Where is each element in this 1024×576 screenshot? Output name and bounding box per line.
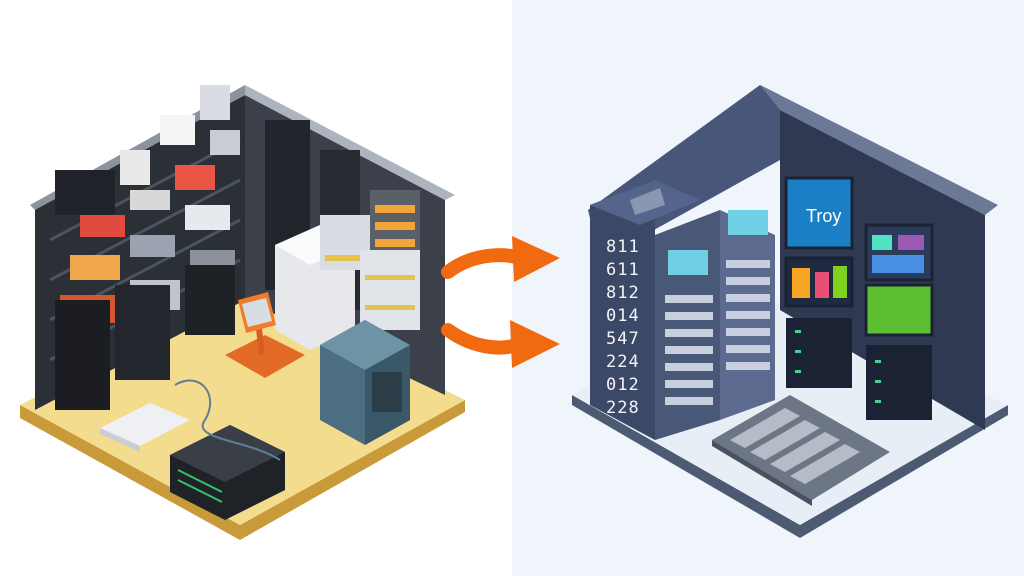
tablet-stand [225,292,305,378]
rack-number: 014 [606,306,640,326]
teal-server [320,320,410,445]
right-floor-edge [572,395,1008,538]
rack-number: 812 [606,283,640,303]
floor-cables [174,379,281,461]
rack-number: 547 [606,329,640,349]
rack-number: 811 [606,237,640,257]
front-racks [655,210,775,440]
right-wall-top [760,85,998,215]
arrow-right-icon [441,320,560,368]
rack-drive-bays [665,260,770,405]
number-rack: 811 611 812 014 547 224 012 228 [590,180,700,440]
left-rack [55,265,235,410]
rack-numbers: 811 611 812 014 547 224 012 228 [606,237,640,418]
arrow-right-icon [441,236,560,282]
rack-number: 228 [606,398,640,418]
rack-number: 224 [606,352,640,372]
white-equipment-stack [275,215,420,350]
wall-monitors: Troy [784,176,934,420]
laptop-icon [100,403,190,452]
transition-arrows [441,236,560,368]
monitor-icon [864,283,934,337]
screen-text: Troy [806,206,841,226]
rack-number: 611 [606,260,640,280]
monitor-icon [784,176,854,250]
messy-server-room [20,85,465,540]
modern-data-center: 811 611 812 014 547 224 012 228 [572,85,1008,538]
left-wall-rim [245,85,455,200]
keyboard-icon [712,395,890,506]
rack-number: 012 [606,375,640,395]
